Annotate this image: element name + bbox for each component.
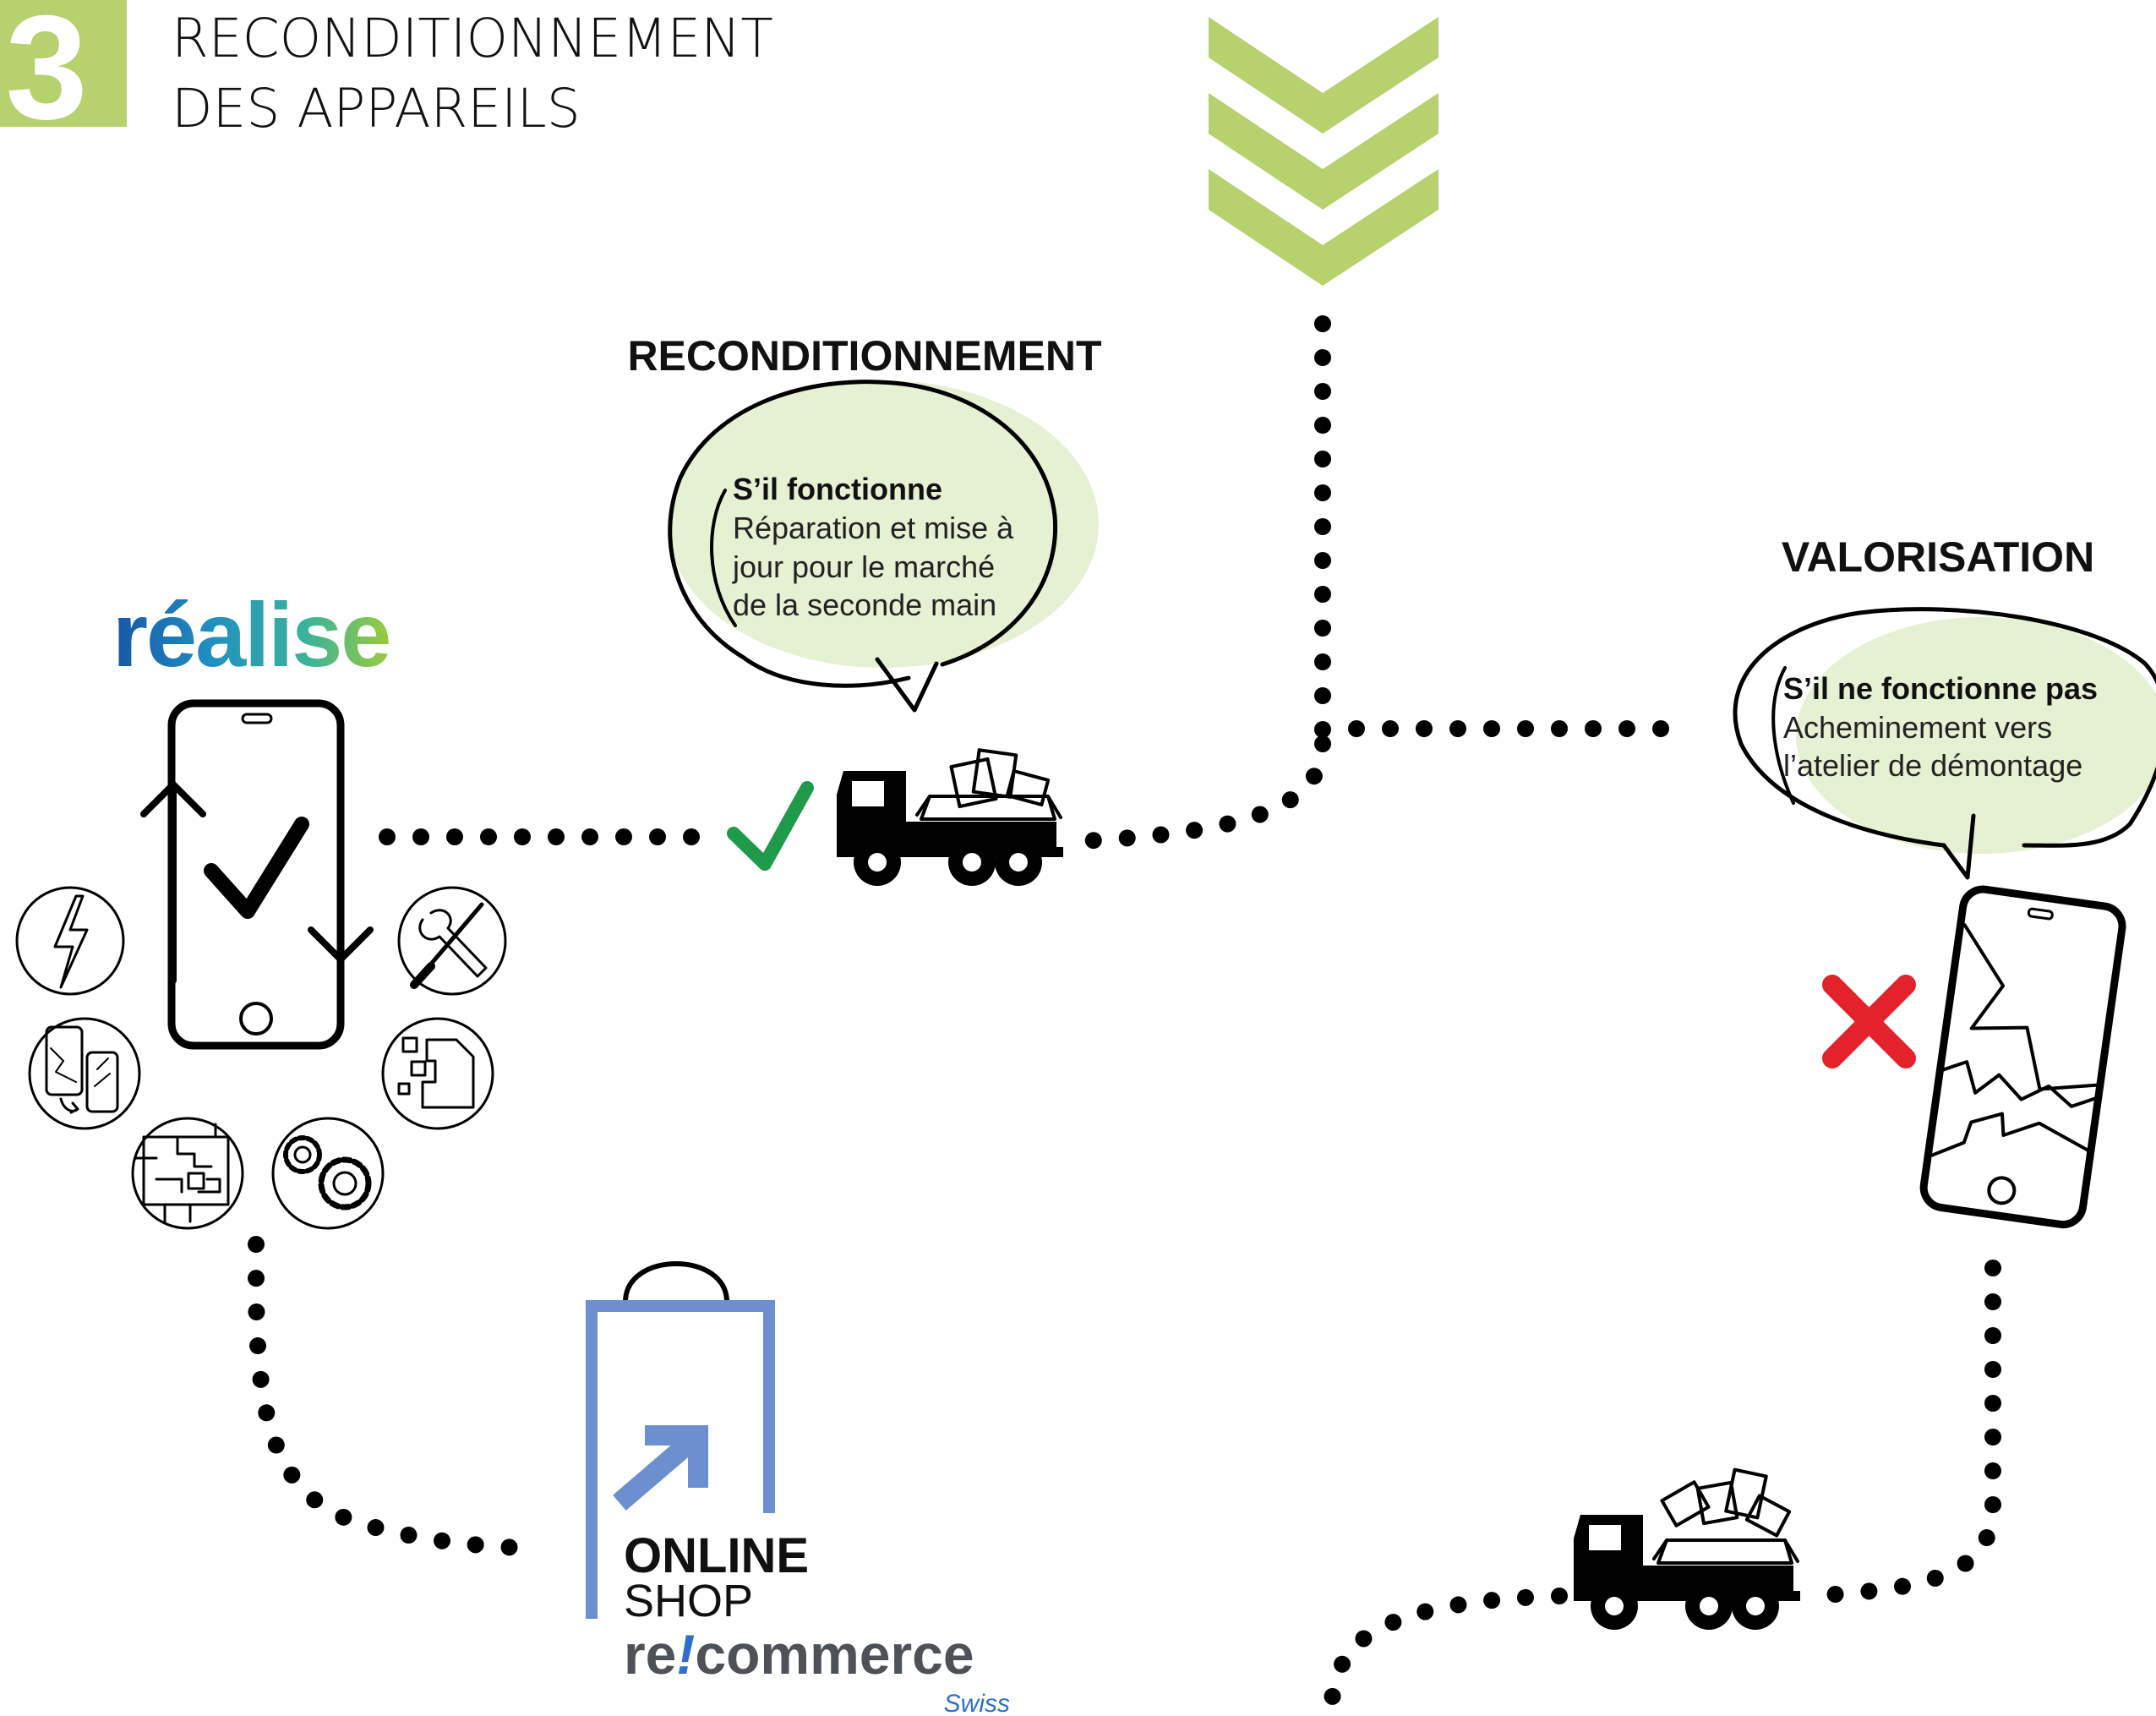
parts-icon — [381, 1017, 494, 1130]
path-broken-phone-down — [1800, 1260, 2001, 1604]
tools-icon — [397, 886, 507, 996]
speech-bubble-valorisation: S’il ne fonctionne pas Acheminement vers… — [1733, 607, 2156, 880]
path-truck2-out — [1323, 1588, 1568, 1716]
bubble-line-2: jour pour le marché — [732, 549, 995, 584]
path-junction-to-truck — [1073, 735, 1331, 850]
shop-line2: SHOP — [624, 1576, 753, 1626]
path-realise-to-shop — [247, 1236, 549, 1557]
step-number: 3 — [5, 0, 87, 150]
speech-bubble-reconditionnement: S’il fonctionne Réparation et mise à jou… — [668, 380, 1099, 713]
valorisation-heading: VALORISATION — [1782, 533, 2094, 581]
delivery-truck-icon-2 — [1574, 1467, 1800, 1630]
down-chevrons-icon — [1209, 17, 1438, 286]
lightning-icon — [15, 886, 125, 996]
step-title-line1: RECONDITIONNEMENT — [172, 8, 773, 69]
shop-arrow-icon — [613, 1425, 708, 1511]
realise-logo: réalise — [112, 583, 390, 686]
reconditionnement-section: RECONDITIONNEMENT S’il fonctionne Répara… — [627, 332, 1102, 886]
broken-phones-icon — [28, 1017, 141, 1130]
shopping-bag-icon — [586, 1300, 775, 1619]
reconditionnement-heading: RECONDITIONNEMENT — [627, 332, 1101, 380]
bubble-title-fonctionne: S’il fonctionne — [733, 472, 942, 506]
valorisation-section: VALORISATION S’il ne fonctionne pas Ache… — [1574, 533, 2156, 1630]
shopping-bag-handle — [623, 1261, 729, 1304]
recommerce-logo: re!commerce — [624, 1623, 974, 1686]
phone-check-icon — [140, 699, 374, 1050]
step-number-box — [0, 0, 127, 127]
flow-paths — [247, 315, 2001, 1716]
gears-icon — [271, 1117, 385, 1230]
bubble-title-ne-fonctionne-pas: S’il ne fonctionne pas — [1783, 671, 2098, 706]
recommerce-swiss: Swiss — [944, 1690, 1010, 1716]
shop-line1: ONLINE — [624, 1528, 809, 1583]
cross-mark-icon — [1822, 975, 1916, 1068]
broken-phone-icon — [1919, 885, 2126, 1229]
circuit-board-icon — [131, 1117, 244, 1230]
bubble-line-3: de la seconde main — [733, 587, 996, 622]
bubble-line-2-valorisation: l’atelier de démontage — [1783, 748, 2082, 783]
step-title-line2: DES APPAREILS — [172, 78, 581, 139]
online-shop-section: ONLINE SHOP re!commerce Swiss — [586, 1261, 1010, 1716]
check-mark-icon — [727, 781, 814, 871]
bubble-line-1: Réparation et mise à — [733, 511, 1014, 545]
step-header: 3 RECONDITIONNEMENT DES APPAREILS — [0, 0, 773, 150]
delivery-truck-icon — [837, 748, 1063, 886]
realise-section: réalise — [15, 583, 507, 1230]
bubble-line-1-valorisation: Acheminement vers — [1783, 710, 2052, 745]
